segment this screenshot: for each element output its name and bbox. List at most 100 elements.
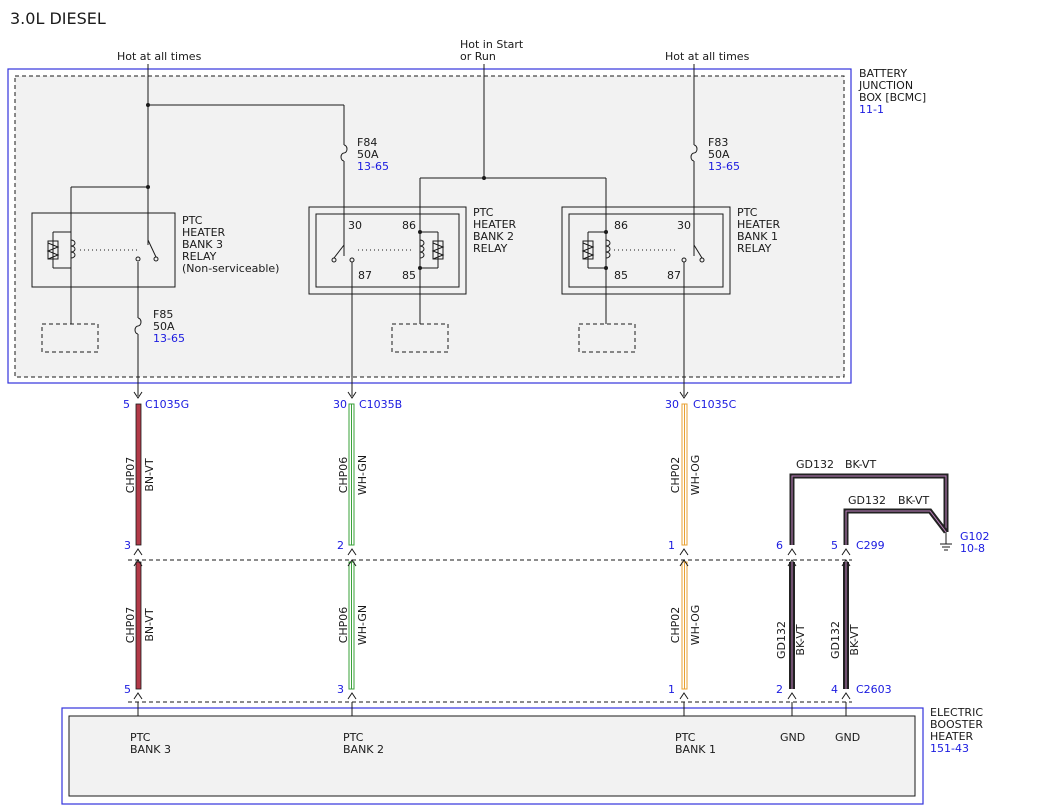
fuse-f83-amps: 50A (708, 148, 730, 161)
power-label-left: Hot at all times (117, 50, 202, 63)
switch-contact-icon (147, 239, 157, 258)
ground-ref: 10-8 (960, 542, 985, 555)
bjb-label-3: BOX [BCMC] (859, 91, 926, 104)
heater-label-3: HEATER (930, 730, 974, 743)
relay-bank1-label-1: PTC (737, 206, 758, 219)
ground-g102: G102 10-8 (940, 530, 990, 555)
connector-arrows-top (133, 391, 689, 399)
heater-label-2: BOOSTER (930, 718, 983, 731)
bjb-ref: 11-1 (859, 103, 884, 116)
wire-gnd-b-circuit-lower: GD132 (829, 621, 842, 659)
relay-bank3-label-2: HEATER (182, 226, 226, 239)
fuse-f85-name: F85 (153, 308, 173, 321)
c1035c-pin: 30 (665, 398, 679, 411)
heater-pin-bank2-l1: PTC (343, 731, 364, 744)
fuse-f85-ref: 13-65 (153, 332, 185, 345)
power-label-mid-1: Hot in Start (460, 38, 524, 51)
fuse-f85: F85 50A 13-65 (153, 308, 185, 345)
diagram-title: 3.0L DIESEL (10, 9, 106, 28)
wire-gnd-b-circuit-upper: GD132 (848, 494, 886, 507)
heater-pin-bank2-l2: BANK 2 (343, 743, 384, 756)
bjb-internal-wiring (41, 64, 698, 396)
wire-gnd-b-color-lower: BK-VT (848, 624, 861, 655)
relay-bank2: 30 86 87 85 PTC HEATER BANK 2 RELAY (308, 206, 517, 295)
wire-bank2-circuit-upper: CHP06 (337, 457, 350, 494)
power-label-mid-2: or Run (460, 50, 496, 63)
wire-gnd-a-color-upper: BK-VT (845, 458, 876, 471)
resistor-icon (47, 240, 59, 260)
relay-bank2-label-1: PTC (473, 206, 494, 219)
connector-c299: 3 2 1 6 5 C299 (124, 539, 885, 567)
resistor-icon (432, 240, 444, 260)
c299-pin-2: 2 (337, 539, 344, 552)
fuse-f83-ref: 13-65 (708, 160, 740, 173)
bjb-inner (14, 75, 845, 378)
wire-bank1 (681, 403, 688, 690)
heater-pin-bank1-l1: PTC (675, 731, 696, 744)
relay-bank1-pin-86: 86 (614, 219, 628, 232)
power-label-right: Hot at all times (665, 50, 750, 63)
fuse-f84: F84 50A 13-65 (357, 136, 389, 173)
wire-bank1-circuit-upper: CHP02 (669, 457, 682, 494)
c1035g-name: C1035G (145, 398, 189, 411)
relay-bank1-pin-85: 85 (614, 269, 628, 282)
relay-bank2-label-4: RELAY (473, 242, 508, 255)
relay-bank1-label-3: BANK 1 (737, 230, 778, 243)
c2603-name: C2603 (856, 683, 892, 696)
resistor-icon (582, 240, 594, 260)
wire-bank2 (348, 403, 355, 690)
relay-bank1: 86 30 85 87 PTC HEATER BANK 1 RELAY (561, 206, 781, 295)
wire-bank1-color-lower: WH-OG (689, 605, 702, 646)
c2603-pin-4: 4 (831, 683, 838, 696)
electric-booster-heater: PTC BANK 3 PTC BANK 2 PTC BANK 1 GND GND… (61, 702, 983, 805)
fuse-f84-ref: 13-65 (357, 160, 389, 173)
wire-bank1-circuit-lower: CHP02 (669, 607, 682, 644)
wire-gnd-b (843, 508, 948, 689)
relay-bank3-label-3: BANK 3 (182, 238, 223, 251)
fuse-f84-name: F84 (357, 136, 377, 149)
heater-frame (61, 707, 924, 805)
relay-bank2-label-2: HEATER (473, 218, 517, 231)
c2603-pin-5: 5 (124, 683, 131, 696)
relay-bank2-pin-87: 87 (358, 269, 372, 282)
heater-pin-gnd-b: GND (835, 731, 860, 744)
heater-pin-bank3-l2: BANK 3 (130, 743, 171, 756)
wire-bank3 (135, 403, 142, 690)
c1035b-pin: 30 (333, 398, 347, 411)
relay-bank3: PTC HEATER BANK 3 RELAY (Non-serviceable… (31, 212, 279, 288)
relay-bank2-pin-86: 86 (402, 219, 416, 232)
heater-pin-gnd-a: GND (780, 731, 805, 744)
c2603-pin-1: 1 (668, 683, 675, 696)
c2603-pin-2: 2 (776, 683, 783, 696)
c1035g-pin: 5 (123, 398, 130, 411)
wire-bank2-color-upper: WH-GN (356, 455, 369, 495)
relay-bank1-pin-87: 87 (667, 269, 681, 282)
relay-bank2-pin-30: 30 (348, 219, 362, 232)
connector-c2603: 5 3 1 2 4 C2603 (124, 683, 892, 703)
c299-pin-3: 3 (124, 539, 131, 552)
wire-gnd-a-circuit-upper: GD132 (796, 458, 834, 471)
switch-contact-icon (693, 244, 703, 259)
bjb-label-2: JUNCTION (858, 79, 913, 92)
fuse-f84-amps: 50A (357, 148, 379, 161)
wire-bank2-circuit-lower: CHP06 (337, 607, 350, 644)
wire-gnd-a-circuit-lower: GD132 (775, 621, 788, 659)
wire-labels: CHP07 BN-VT CHP07 BN-VT CHP06 WH-GN CHP0… (124, 455, 861, 659)
fuse-f85-amps: 50A (153, 320, 175, 333)
relay-bank3-label-1: PTC (182, 214, 203, 227)
c2603-pin-3: 3 (337, 683, 344, 696)
wire-bank3-circuit-upper: CHP07 (124, 457, 137, 494)
relay-bank1-pin-30: 30 (677, 219, 691, 232)
wire-bank1-color-upper: WH-OG (689, 455, 702, 496)
relay-bank3-label-4: RELAY (182, 250, 217, 263)
battery-junction-box: BATTERY JUNCTION BOX [BCMC] 11-1 (7, 67, 926, 384)
coil-icon (419, 239, 425, 259)
c299-name: C299 (856, 539, 885, 552)
relay-bank2-pin-85: 85 (402, 269, 416, 282)
wire-gnd-a (789, 473, 949, 689)
c299-pin-6: 6 (776, 539, 783, 552)
c299-pin-1: 1 (668, 539, 675, 552)
relay-bank1-label-4: RELAY (737, 242, 772, 255)
wire-bank3-circuit-lower: CHP07 (124, 607, 137, 644)
fuse-f83-name: F83 (708, 136, 728, 149)
